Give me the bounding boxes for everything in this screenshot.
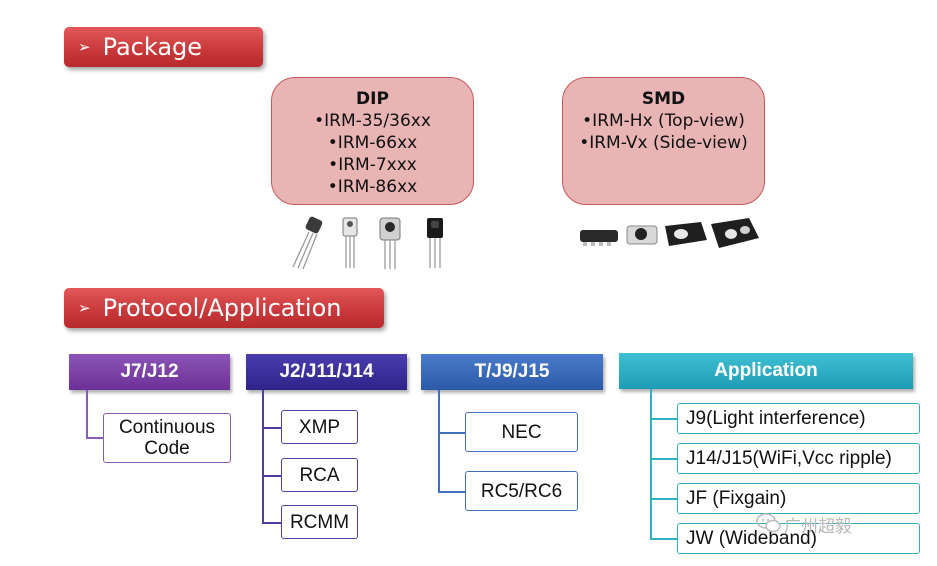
wechat-logo-icon (756, 513, 781, 533)
arrow-bullet-icon: ➢ (78, 299, 91, 317)
connector-line (86, 437, 104, 439)
connector-line (650, 458, 678, 460)
category-t-j9-j15: T/J9/J15 (421, 354, 603, 390)
connector-line (650, 418, 678, 420)
category-j7-j12: J7/J12 (69, 354, 230, 390)
smd-item: •IRM-Hx (Top-view) (582, 111, 745, 131)
smd-title: SMD (641, 89, 686, 109)
connector-line (438, 390, 440, 492)
connector-line (438, 432, 466, 434)
smd-package-box: SMD •IRM-Hx (Top-view) •IRM-Vx (Side-vie… (562, 77, 765, 205)
dip-components-image (292, 216, 443, 270)
dip-item: •IRM-7xxx (328, 155, 417, 175)
connector-line (650, 538, 678, 540)
category-j2-j11-j14: J2/J11/J14 (246, 354, 407, 390)
smd-item: •IRM-Vx (Side-view) (579, 133, 748, 153)
smd-sensor-4-icon (711, 218, 759, 248)
dip-item: •IRM-35/36xx (314, 111, 431, 131)
leaf-j14-j15-wifi: J14/J15(WiFi,Vcc ripple) (677, 443, 920, 474)
leaf-nec: NEC (465, 412, 578, 452)
leaf-xmp: XMP (281, 410, 358, 444)
connector-line (438, 491, 466, 493)
connector-line (86, 390, 88, 438)
leaf-rca: RCA (281, 458, 358, 492)
dip-item: •IRM-66xx (327, 133, 418, 153)
protocol-header-label: Protocol/Application (102, 294, 342, 322)
leaf-rcmm: RCMM (281, 505, 358, 539)
watermark-text: 广州超毅 (784, 517, 852, 537)
connector-line (262, 522, 282, 524)
dip-sensor-4-icon (427, 218, 443, 268)
dip-package-box: DIP •IRM-35/36xx •IRM-66xx •IRM-7xxx •IR… (271, 77, 474, 205)
package-header: ➢ Package (64, 27, 263, 67)
leaf-j9-light-interference: J9(Light interference) (677, 403, 920, 434)
protocol-application-header: ➢ Protocol/Application (64, 288, 384, 328)
dip-sensor-1-icon (292, 216, 323, 270)
connector-line (262, 427, 282, 429)
smd-components-image (580, 218, 759, 248)
connector-line (650, 389, 652, 539)
leaf-rc5-rc6: RC5/RC6 (465, 471, 578, 511)
smd-sensor-3-icon (665, 222, 707, 246)
connector-line (650, 498, 678, 500)
smd-sensor-1-icon (580, 230, 618, 246)
arrow-bullet-icon: ➢ (78, 38, 91, 56)
smd-sensor-2-icon (626, 225, 658, 245)
connector-line (262, 475, 282, 477)
dip-sensor-2-icon (342, 217, 358, 268)
leaf-jf-fixgain: JF (Fixgain) (677, 483, 920, 514)
dip-sensor-3-icon (379, 217, 401, 269)
dip-item: •IRM-86xx (327, 177, 418, 197)
connector-line (262, 390, 264, 523)
leaf-jw-wideband: JW (Wideband) (677, 523, 920, 554)
package-header-label: Package (102, 33, 203, 61)
category-application: Application (619, 353, 913, 389)
leaf-continuous-code: Continuous Code (103, 413, 231, 463)
dip-title: DIP (356, 89, 389, 109)
